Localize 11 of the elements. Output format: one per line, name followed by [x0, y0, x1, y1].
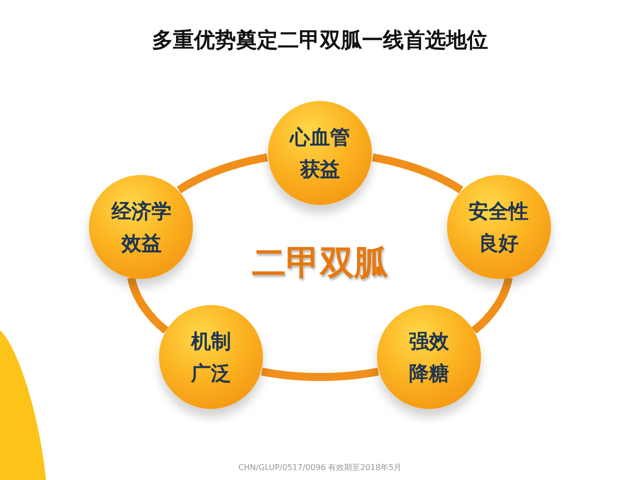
- benefit-text: 强效降糖: [408, 328, 450, 387]
- ring-connector: [258, 368, 382, 381]
- title: 多重优势奠定二甲双胍一线首选地位: [152, 27, 488, 54]
- benefit-text: 安全性良好: [468, 198, 530, 257]
- benefit-text: 机制广泛: [190, 328, 232, 387]
- footer-note: CHN/GLUP/0517/0096 有效期至2018年5月: [238, 462, 402, 473]
- benefit-text: 经济学效益: [110, 198, 172, 257]
- ring-connector: [176, 153, 270, 194]
- benefit-text: 心血管获益: [288, 124, 351, 183]
- ring-connector: [370, 153, 464, 194]
- center-label: 二甲双胍: [252, 242, 388, 285]
